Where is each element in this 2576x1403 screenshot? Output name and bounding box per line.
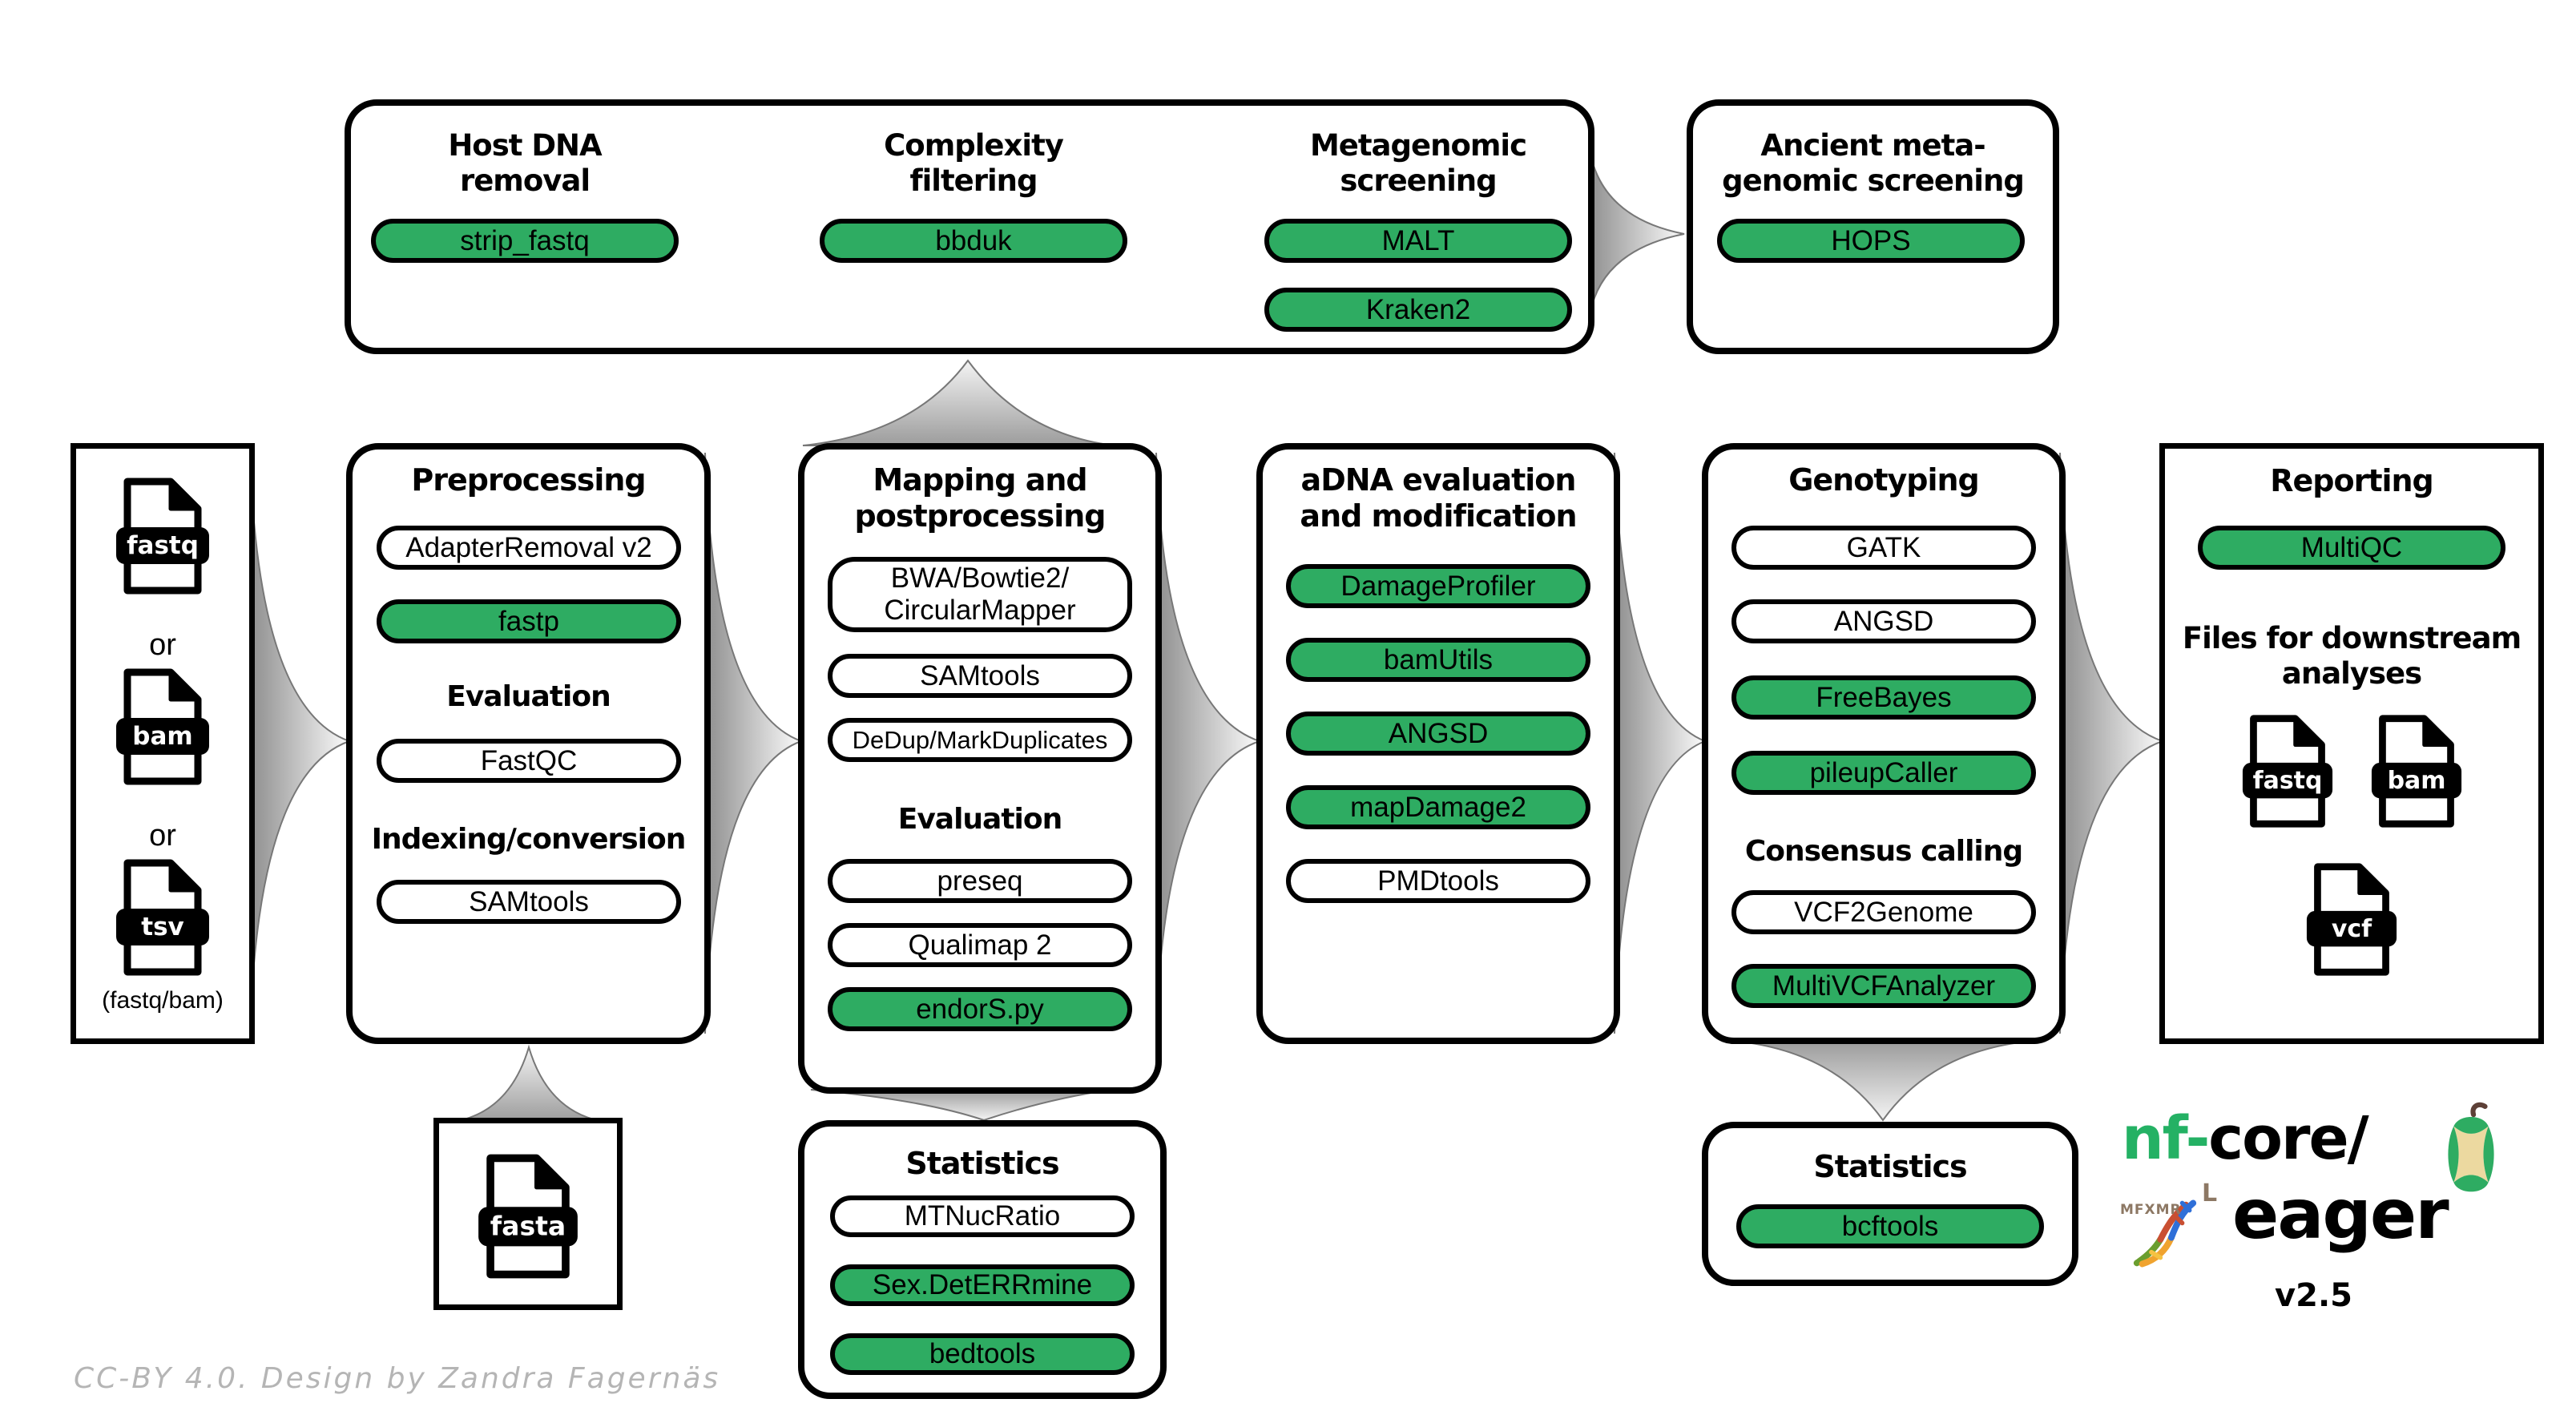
nf-text: nf [2122, 1104, 2187, 1173]
genotyping-box: Genotyping GATK ANGSD FreeBayes pileupCa… [1702, 443, 2066, 1044]
tool-pill-qualimap2: Qualimap 2 [828, 923, 1132, 967]
ancient-screening-title: Ancient meta- genomic screening [1722, 128, 2025, 198]
arrow-preprocessing-to-mapping [704, 452, 804, 1034]
complexity-filtering-title: Complexity filtering [884, 128, 1064, 198]
dash-text: - [2185, 1104, 2211, 1173]
dna-helix-icon [2133, 1199, 2197, 1268]
tool-pill-mtnucratio: MTNucRatio [830, 1195, 1135, 1237]
evaluation-heading: Evaluation [897, 803, 1063, 836]
tool-pill-angsd: ANGSD [1731, 599, 2036, 643]
tsv-file-icon: tsv [116, 859, 209, 976]
tool-pill-bedtools: bedtools [830, 1333, 1135, 1375]
bam-file-icon: bam [2371, 715, 2462, 828]
preprocessing-box: Preprocessing AdapterRemoval v2 fastp Ev… [346, 443, 711, 1044]
license-credit: CC-BY 4.0. Design by Zandra Fagernäs [74, 1362, 721, 1395]
tool-pill-bcftools: bcftools [1736, 1204, 2044, 1248]
tool-pill-fastqc: FastQC [377, 739, 681, 783]
statistics-genotyping-box: Statistics bcftools [1702, 1122, 2078, 1286]
mapping-box: Mapping and postprocessing BWA/Bowtie2/ … [798, 443, 1162, 1094]
tool-pill-damageprofiler: DamageProfiler [1286, 564, 1590, 608]
tool-pill-hops: HOPS [1717, 219, 2025, 263]
fastq-file-icon: fastq [2242, 715, 2333, 828]
fasta-file-icon: fasta [478, 1154, 578, 1279]
core-text: core/ [2208, 1104, 2368, 1173]
tool-pill-gatk: GATK [1731, 526, 2036, 570]
tool-pill-bwa-bowtie2-circularmapper: BWA/Bowtie2/ CircularMapper [828, 557, 1132, 632]
statistics-mapping-box: Statistics MTNucRatio Sex.DetERRmine bed… [798, 1120, 1167, 1399]
tool-pill-kraken2: Kraken2 [1264, 288, 1572, 332]
fastq-label: fastq [2253, 767, 2323, 795]
fasta-label: fasta [490, 1210, 566, 1241]
indexing-conversion-heading: Indexing/conversion [371, 823, 687, 856]
ancient-screening-box: Ancient meta- genomic screening HOPS [1687, 99, 2059, 354]
tool-pill-endors-py: endorS.py [828, 987, 1132, 1031]
arrow-adna-to-genotyping [1614, 452, 1707, 1034]
or-label: or [149, 819, 176, 853]
tool-pill-samtools: SAMtools [828, 654, 1132, 698]
reporting-box: Reporting MultiQC Files for downstream a… [2159, 443, 2544, 1044]
apple-core-icon [2448, 1102, 2494, 1192]
or-label: or [149, 628, 176, 662]
screening-box: Host DNA removal strip_fastq Complexity … [345, 99, 1594, 354]
tool-pill-dedup-markduplicates: DeDup/MarkDuplicates [828, 718, 1132, 762]
tool-pill-malt: MALT [1264, 219, 1572, 263]
tool-pill-bamutils: bamUtils [1286, 638, 1590, 682]
eager-wordmark: eager [2232, 1175, 2449, 1255]
statistics-title: Statistics [1813, 1149, 1967, 1184]
bam-label: bam [132, 722, 192, 751]
rune-l-text: L [2202, 1179, 2218, 1207]
arrow-genotyping-to-reporting [2059, 452, 2166, 1034]
fasta-box: fasta [433, 1118, 623, 1310]
statistics-title: Statistics [905, 1146, 1059, 1181]
bam-file-icon: bam [116, 668, 209, 785]
tool-pill-mapdamage2: mapDamage2 [1286, 785, 1590, 829]
tool-pill-sex-deterrmine: Sex.DetERRmine [830, 1264, 1135, 1306]
genotyping-title: Genotyping [1788, 462, 1980, 498]
tool-pill-multivcfanalyzer: MultiVCFAnalyzer [1731, 964, 2036, 1008]
arrow-mapping-to-statistics [810, 1089, 1111, 1122]
adna-box: aDNA evaluation and modification DamageP… [1256, 443, 1620, 1044]
tsv-label: tsv [141, 913, 183, 941]
tool-pill-fastp: fastp [377, 599, 681, 643]
version-label: v2.5 [2275, 1277, 2352, 1314]
adna-title: aDNA evaluation and modification [1300, 462, 1577, 534]
tsv-caption: (fastq/bam) [102, 987, 224, 1014]
mapping-title: Mapping and postprocessing [854, 462, 1107, 534]
evaluation-heading: Evaluation [446, 680, 611, 713]
tool-pill-pileupcaller: pileupCaller [1731, 751, 2036, 795]
input-files-box: fastq or bam or tsv (fastq/bam) [71, 443, 255, 1044]
files-downstream-heading: Files for downstream analyses [2182, 621, 2522, 691]
consensus-calling-heading: Consensus calling [1744, 835, 2023, 868]
host-dna-removal-title: Host DNA removal [448, 128, 602, 198]
tool-pill-multiqc: MultiQC [2198, 526, 2505, 570]
fastq-file-icon: fastq [116, 478, 209, 595]
tool-pill-strip-fastq: strip_fastq [371, 219, 679, 263]
arrow-input-to-preprocessing [249, 452, 353, 1034]
nfcore-wordmark: nf-core/ [2122, 1104, 2369, 1173]
tool-pill-samtools: SAMtools [377, 880, 681, 924]
tool-pill-freebayes: FreeBayes [1731, 675, 2036, 720]
runes-text: MFXMR [2120, 1202, 2182, 1218]
tool-pill-bbduk: bbduk [820, 219, 1127, 263]
tool-pill-angsd: ANGSD [1286, 712, 1590, 756]
reporting-title: Reporting [2270, 463, 2434, 498]
arrow-mapping-to-adna [1155, 452, 1263, 1034]
bam-label: bam [2388, 767, 2446, 795]
preprocessing-title: Preprocessing [411, 462, 646, 498]
tool-pill-adapterremoval: AdapterRemoval v2 [377, 526, 681, 570]
vcf-label: vcf [2332, 915, 2372, 943]
tool-pill-preseq: preseq [828, 859, 1132, 903]
arrow-screening-to-ancient [1587, 137, 1685, 328]
fastq-label: fastq [127, 531, 199, 560]
tool-pill-pmdtools: PMDtools [1286, 859, 1590, 903]
arrow-mapping-to-screening [802, 359, 1115, 446]
tool-pill-vcf2genome: VCF2Genome [1731, 890, 2036, 934]
arrow-fasta-to-preprocessing [453, 1044, 605, 1123]
metagenomic-screening-title: Metagenomic screening [1309, 128, 1527, 198]
vcf-file-icon: vcf [2306, 863, 2397, 976]
arrow-genotyping-to-statistics [1740, 1041, 2026, 1122]
